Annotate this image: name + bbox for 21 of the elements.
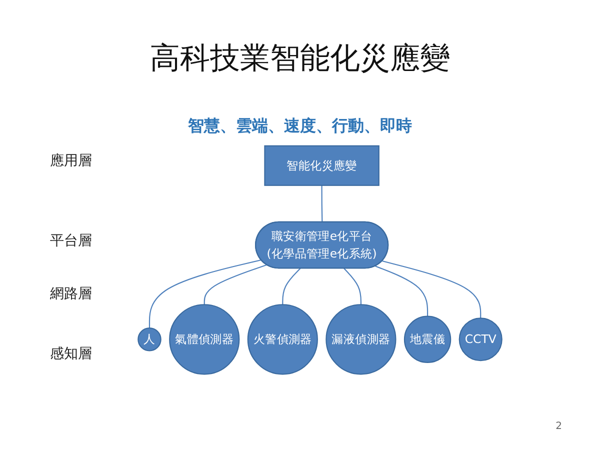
- node-circle: CCTV: [458, 318, 502, 362]
- node-circle: 火警偵測器: [247, 304, 318, 375]
- node-circle: 漏液偵測器: [326, 304, 396, 375]
- slide-title: 高科技業智能化災應變: [149, 40, 451, 78]
- connector: [344, 268, 362, 305]
- connector: [321, 185, 323, 222]
- connector: [204, 264, 267, 305]
- layer-label: 平台層: [50, 232, 92, 250]
- node-circle: 地震儀: [404, 316, 452, 363]
- node-circle: 氣體偵測器: [169, 304, 240, 375]
- layer-label: 感知層: [50, 345, 92, 363]
- node-box: 智能化災應變: [264, 145, 380, 186]
- connector: [148, 259, 262, 328]
- layer-label: 網路層: [50, 285, 92, 303]
- connector: [282, 268, 301, 305]
- node-circle: 人: [138, 328, 162, 352]
- layer-label: 應用層: [50, 152, 92, 170]
- connector: [382, 260, 482, 318]
- page-number: 2: [556, 421, 562, 432]
- connector: [375, 266, 428, 316]
- subtitle: 智慧、雲端、速度、行動、即時: [186, 116, 413, 137]
